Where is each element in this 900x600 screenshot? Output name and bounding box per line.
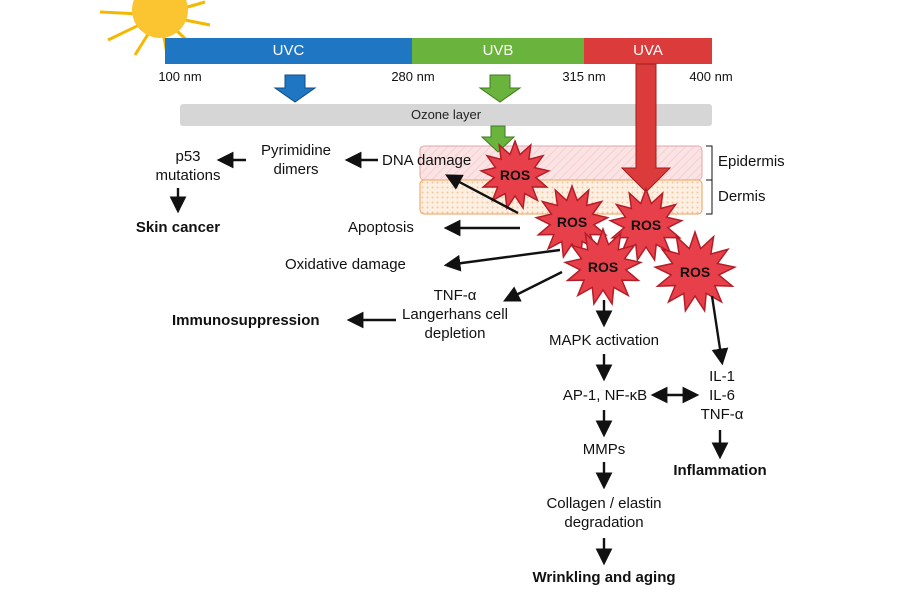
arrow-ros-to-tnf <box>502 270 563 302</box>
tnf-line1: TNF-α <box>433 287 477 304</box>
apoptosis-label: Apoptosis <box>348 219 414 236</box>
uvb-arrow-upper <box>478 74 522 103</box>
mapk-activation-label: MAPK activation <box>548 332 660 349</box>
il6-label: IL-6 <box>709 387 735 404</box>
tnf-line2: Langerhans cell <box>402 306 508 323</box>
dna-damage-label: DNA damage <box>382 152 472 169</box>
tick-315nm: 315 nm <box>562 69 606 84</box>
dermis-label: Dermis <box>718 188 766 205</box>
inflammation-label: Inflammation <box>673 462 767 479</box>
uvb-arrow-lower <box>480 125 516 153</box>
collagen-elastin-label: Collagen / elastin degradation <box>528 494 680 532</box>
uva-arrow <box>620 63 672 193</box>
tnf-langerhans-label: TNF-α Langerhans cell depletion <box>393 286 517 343</box>
tnf-line3: depletion <box>424 325 486 342</box>
epidermis-bracket <box>706 145 713 181</box>
il1-label: IL-1 <box>709 368 735 385</box>
p53-line2: mutations <box>155 167 221 184</box>
tick-400nm: 400 nm <box>689 69 733 84</box>
ros-burst-5 <box>653 229 737 314</box>
uvb-label: UVB <box>482 42 514 59</box>
pyrimidine-line2: dimers <box>273 161 319 178</box>
sun-icon <box>99 0 211 61</box>
ozone-layer-bar <box>180 104 712 126</box>
oxidative-damage-label: Oxidative damage <box>285 256 406 273</box>
collagen-line2: degradation <box>564 514 644 531</box>
uva-label: UVA <box>633 42 663 59</box>
ros-burst-4 <box>563 226 643 307</box>
ros-burst-3 <box>608 186 684 263</box>
wrinkling-aging-label: Wrinkling and aging <box>532 569 676 586</box>
ap1-nfkb-label: AP-1, NF-κB <box>562 387 648 404</box>
uva-band <box>584 38 712 64</box>
arrow-ros-to-dna <box>445 174 519 215</box>
immunosuppression-label: Immunosuppression <box>172 312 320 329</box>
ros-burst-1 <box>479 138 551 211</box>
pyrimidine-dimers-label: Pyrimidine dimers <box>250 141 342 179</box>
ros-label-4: ROS <box>587 259 619 275</box>
ros-label-3: ROS <box>630 217 662 233</box>
ros-label-1: ROS <box>499 167 531 183</box>
skin-cancer-label: Skin cancer <box>135 219 221 236</box>
ros-label-2: ROS <box>556 214 588 230</box>
ros-label-5: ROS <box>679 264 711 280</box>
arrow-ros-to-oxidative <box>443 248 561 272</box>
arrow-ros-to-il <box>710 295 729 366</box>
mmps-label: MMPs <box>582 441 626 458</box>
epidermis-label: Epidermis <box>718 153 785 170</box>
uvc-arrow <box>273 74 317 103</box>
tick-280nm: 280 nm <box>391 69 435 84</box>
p53-mutations-label: p53 mutations <box>148 147 228 185</box>
cytokine-list: IL-1 IL-6 TNF-α <box>690 367 754 424</box>
uvb-band <box>412 38 584 64</box>
uvc-band <box>165 38 412 64</box>
uvc-label: UVC <box>272 42 305 59</box>
p53-line1: p53 <box>175 148 201 165</box>
dermis-bracket <box>706 179 713 215</box>
pyrimidine-line1: Pyrimidine <box>260 142 332 159</box>
tnf-alpha-label: TNF-α <box>700 406 744 423</box>
collagen-line1: Collagen / elastin <box>546 495 662 512</box>
ozone-layer-label: Ozone layer <box>410 107 482 122</box>
tick-100nm: 100 nm <box>158 69 202 84</box>
